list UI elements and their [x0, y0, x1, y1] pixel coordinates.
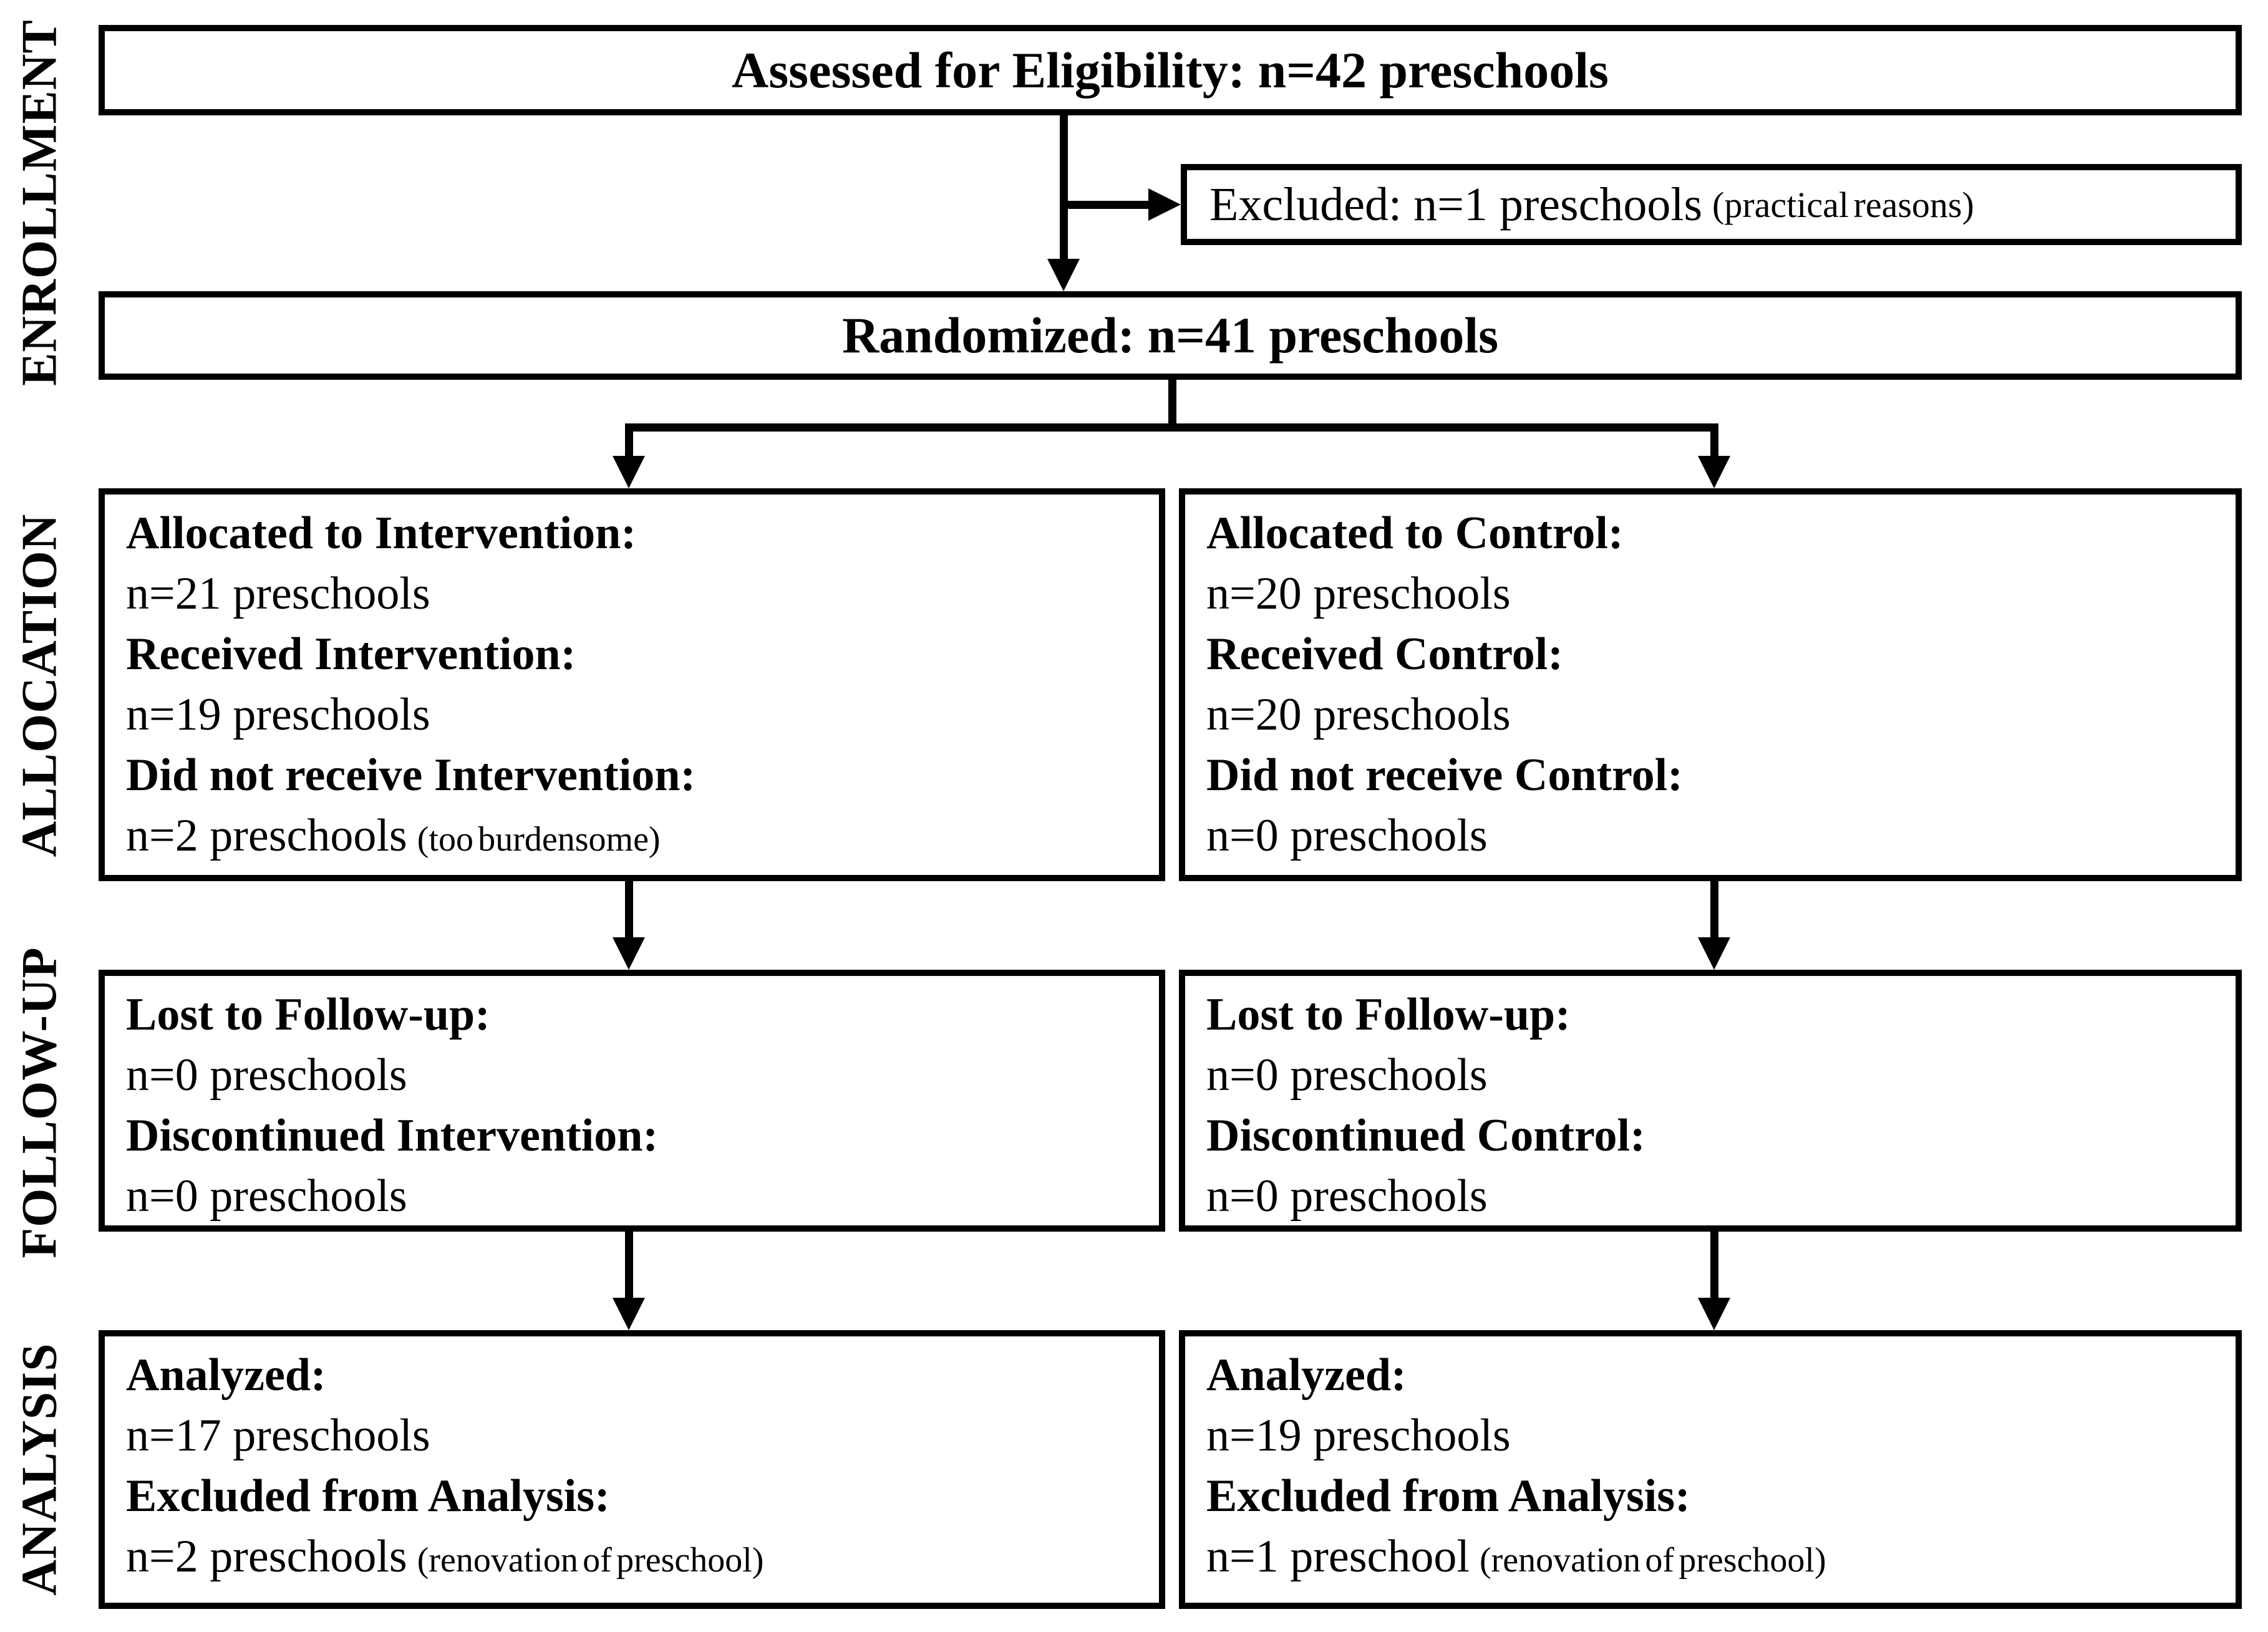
an-ctl-header-2: Excluded from Analysis:: [1206, 1470, 1690, 1522]
connector-followup-to-analysis-intervention-line: [625, 1232, 633, 1301]
an-int-header-2: Excluded from Analysis:: [126, 1470, 610, 1522]
alloc-ctl-value-2: n=20 preschools: [1206, 689, 1511, 740]
branch-horizontal-line: [625, 423, 1718, 432]
fu-ctl-header-2: Discontinued Control:: [1206, 1110, 1645, 1161]
an-int-value-2: n=2 preschools (renovation of preschool): [126, 1527, 1138, 1591]
alloc-ctl-header-1: Allocated to Control:: [1206, 508, 1624, 559]
fu-int-header-2: Discontinued Intervention:: [126, 1110, 659, 1161]
an-int-header-1: Analyzed:: [126, 1350, 326, 1401]
excluded-text: Excluded: n=1 preschools: [1209, 178, 1703, 231]
alloc-ctl-value-3-text: n=0 preschools: [1206, 810, 1488, 861]
branch-right-line: [1710, 423, 1718, 461]
connector-allocation-to-followup-control-line: [1710, 881, 1718, 942]
an-ctl-value-2: n=1 preschool(renovation of preschool): [1206, 1527, 2214, 1591]
box-analysis-control: Analyzed: n=19 preschools Excluded from …: [1179, 1330, 2242, 1609]
connector-assessed-to-randomized-line: [1060, 115, 1068, 260]
box-excluded: Excluded: n=1 preschools (practical reas…: [1181, 164, 2242, 245]
an-int-value-1: n=17 preschools: [126, 1410, 430, 1461]
box-followup-intervention: Lost to Follow-up: n=0 preschools Discon…: [99, 970, 1165, 1232]
fu-int-value-2: n=0 preschools: [126, 1171, 407, 1222]
an-int-value-2-note: (renovation of preschool): [417, 1541, 764, 1580]
connector-to-excluded-line: [1060, 201, 1148, 209]
arrowhead-down-to-allocation-control: [1698, 456, 1730, 488]
arrowhead-down-to-followup-control: [1698, 937, 1730, 970]
alloc-ctl-header-2: Received Control:: [1206, 629, 1563, 680]
box-followup-control: Lost to Follow-up: n=0 preschools Discon…: [1179, 970, 2242, 1232]
arrowhead-down-to-randomized: [1047, 259, 1080, 291]
alloc-int-value-2: n=19 preschools: [126, 689, 430, 740]
connector-allocation-to-followup-intervention-line: [625, 881, 633, 942]
stage-label-analysis: ANALYSIS: [12, 1343, 67, 1596]
an-ctl-header-1: Analyzed:: [1206, 1350, 1407, 1401]
an-ctl-value-2-note: (renovation of preschool): [1479, 1541, 1826, 1580]
arrowhead-right-to-excluded: [1148, 188, 1181, 221]
fu-ctl-value-2: n=0 preschools: [1206, 1171, 1488, 1222]
assessed-text: Assessed for Eligibility: n=42 preschool…: [732, 41, 1609, 99]
an-ctl-value-1: n=19 preschools: [1206, 1410, 1511, 1461]
alloc-int-value-3-text: n=2 preschools: [126, 810, 407, 861]
alloc-int-header-2: Received Intervention:: [126, 629, 576, 680]
alloc-int-value-3-note: (too burdensome): [417, 820, 661, 859]
alloc-ctl-value-1: n=20 preschools: [1206, 568, 1511, 619]
alloc-int-value-1: n=21 preschools: [126, 568, 430, 619]
connector-randomized-to-branch-line: [1168, 380, 1176, 432]
box-allocation-control: Allocated to Control: n=20 preschools Re…: [1179, 488, 2242, 881]
randomized-text: Randomized: n=41 preschools: [841, 307, 1499, 364]
alloc-int-header-1: Allocated to Intervention:: [126, 508, 636, 559]
box-analysis-intervention: Analyzed: n=17 preschools Excluded from …: [99, 1330, 1165, 1609]
alloc-ctl-header-3: Did not receive Control:: [1206, 750, 1683, 801]
box-assessed-for-eligibility: Assessed for Eligibility: n=42 preschool…: [99, 25, 2242, 115]
box-randomized: Randomized: n=41 preschools: [99, 291, 2242, 380]
alloc-int-value-3: n=2 preschools (too burdensome): [126, 806, 1138, 870]
excluded-reason-note: (practical reasons): [1712, 184, 1974, 225]
arrowhead-down-to-followup-intervention: [613, 937, 645, 970]
arrowhead-down-to-allocation-intervention: [613, 456, 645, 488]
an-int-value-2-text: n=2 preschools: [126, 1531, 407, 1582]
fu-ctl-header-1: Lost to Follow-up:: [1206, 989, 1571, 1040]
fu-ctl-value-1: n=0 preschools: [1206, 1050, 1488, 1101]
stage-label-enrollment: ENROLLMENT: [12, 19, 67, 386]
stage-label-allocation: ALLOCATION: [12, 513, 67, 857]
fu-int-value-1: n=0 preschools: [126, 1050, 407, 1101]
connector-followup-to-analysis-control-line: [1710, 1232, 1718, 1301]
fu-int-header-1: Lost to Follow-up:: [126, 989, 490, 1040]
alloc-int-header-3: Did not receive Intervention:: [126, 750, 696, 801]
arrowhead-down-to-analysis-intervention: [613, 1298, 645, 1330]
an-ctl-value-2-text: n=1 preschool: [1206, 1531, 1470, 1582]
branch-left-line: [625, 423, 633, 461]
stage-label-follow-up: FOLLOW-UP: [12, 947, 67, 1258]
box-allocation-intervention: Allocated to Intervention: n=21 preschoo…: [99, 488, 1165, 881]
alloc-ctl-value-3: n=0 preschools: [1206, 806, 2214, 870]
arrowhead-down-to-analysis-control: [1698, 1298, 1730, 1330]
